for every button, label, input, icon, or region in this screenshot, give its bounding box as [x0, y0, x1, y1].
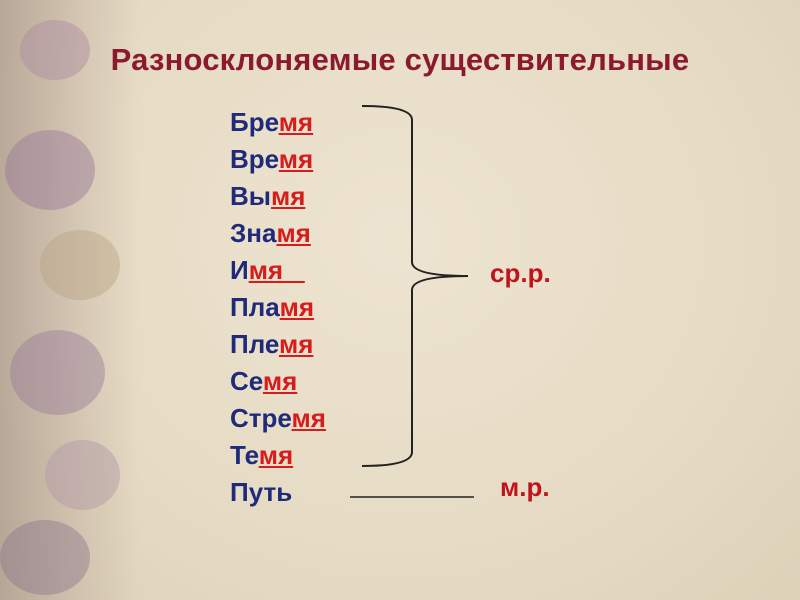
- word-suffix: мя: [278, 329, 314, 359]
- word-stem: Те: [230, 440, 259, 470]
- curly-brace: [361, 105, 469, 467]
- floral-border: [0, 0, 140, 600]
- word-stem: Пла: [230, 292, 280, 322]
- word-stem: Стре: [230, 403, 292, 433]
- word-stem: И: [230, 255, 249, 285]
- word-item: Стремя: [230, 400, 326, 437]
- word-suffix: мя: [278, 144, 314, 174]
- neuter-label: ср.р.: [490, 258, 551, 288]
- word-suffix: мя: [291, 403, 326, 433]
- word-item: Темя: [230, 437, 326, 474]
- word-suffix: мя: [248, 255, 305, 285]
- word-suffix: мя: [262, 366, 298, 396]
- word-stem: Бре: [230, 107, 279, 137]
- word-suffix: мя: [276, 218, 311, 248]
- masculine-label: м.р.: [500, 472, 550, 502]
- word-stem: Вы: [230, 181, 271, 211]
- word-suffix: мя: [258, 440, 294, 470]
- word-item: Знамя: [230, 215, 326, 252]
- word-stem: Путь: [230, 477, 293, 507]
- word-item: Вымя: [230, 178, 326, 215]
- word-suffix: мя: [270, 181, 306, 211]
- word-item: Имя: [230, 252, 326, 289]
- word-item: Племя: [230, 326, 326, 363]
- word-stem: Пле: [230, 329, 279, 359]
- word-suffix: мя: [279, 292, 315, 322]
- word-item: Семя: [230, 363, 326, 400]
- slide-title: Разносклоняемые существительные: [110, 42, 690, 77]
- word-item: Бремя: [230, 104, 326, 141]
- word-item: Пламя: [230, 289, 326, 326]
- word-item: Путь: [230, 474, 326, 511]
- word-suffix: мя: [278, 107, 314, 137]
- word-stem: Вре: [230, 144, 279, 174]
- word-stem: Зна: [230, 218, 277, 248]
- word-item: Время: [230, 141, 326, 178]
- word-stem: Се: [230, 366, 263, 396]
